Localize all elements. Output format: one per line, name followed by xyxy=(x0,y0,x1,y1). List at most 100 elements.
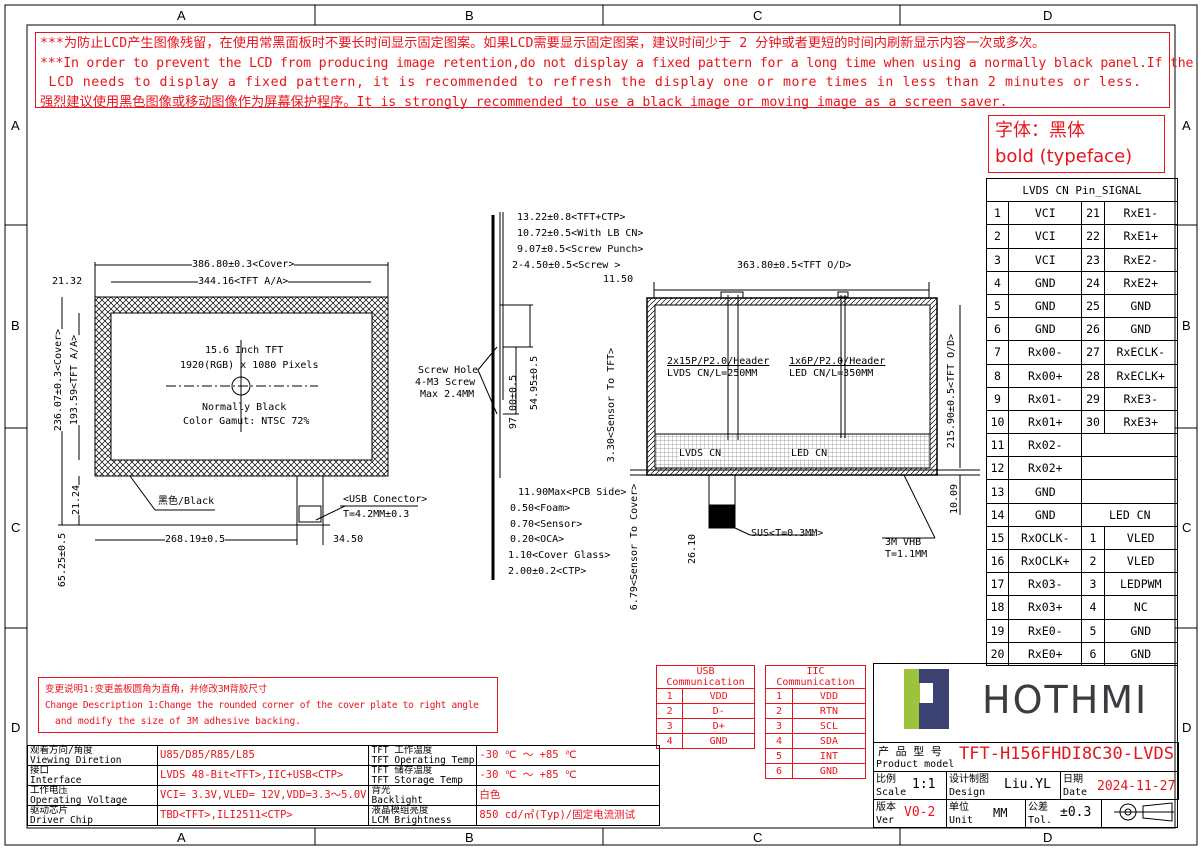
pin-cell: 23 xyxy=(1081,247,1105,272)
dim-sensor-to-tft: 3.30<Sensor To TFT> xyxy=(606,347,618,463)
pin-cell: 4 xyxy=(985,270,1010,295)
scale-label-en: Scale xyxy=(876,787,907,798)
pin-cell: Rx00- xyxy=(1008,340,1083,365)
zone-col-a: A xyxy=(177,8,186,23)
usb-cell: 3 xyxy=(655,718,684,734)
pin-cell: 29 xyxy=(1081,386,1105,411)
dim-aa-height: 193.59<TFT A/A> xyxy=(69,334,81,426)
usb-cell: 2 xyxy=(655,703,684,719)
usb-table-title: USB Communication xyxy=(656,665,755,689)
screw-max-label: Max 2.4MM xyxy=(420,389,475,400)
drawing-date: 2024-11-27 xyxy=(1097,779,1176,794)
pin-table-title: LVDS CN Pin_SIGNAL xyxy=(986,177,1178,203)
pin-cell: 13 xyxy=(985,479,1010,504)
pin-cell: GND xyxy=(1008,293,1083,319)
dim-fpc-length: 26.10 xyxy=(687,533,699,565)
dim-side-v2: 54.95±0.5 xyxy=(529,355,541,411)
pin-cell: 14 xyxy=(985,502,1010,527)
pin-cell: 20 xyxy=(985,641,1010,666)
unit-label-en: Unit xyxy=(949,815,974,826)
spec-value: TBD<TFT>,ILI2511<CTP> xyxy=(156,805,370,826)
pin-cell: GND xyxy=(1008,270,1083,295)
panel-gamut: Color Gamut: NTSC 72% xyxy=(183,416,310,427)
pin-cell: Rx01+ xyxy=(1008,409,1083,435)
pin-cell: 30 xyxy=(1081,409,1105,435)
spec-key-en: TFT Operating Temp xyxy=(371,754,475,766)
panel-mode: Normally Black xyxy=(202,402,287,413)
version: V0-2 xyxy=(904,805,936,820)
back-view xyxy=(630,282,980,539)
change-line-en-2: and modify the size of 3M adhesive backi… xyxy=(55,716,301,727)
spec-key-cn: 液晶模组亮度 xyxy=(371,805,429,816)
designer: Liu.YL xyxy=(1004,777,1051,792)
pin-cell: VCI xyxy=(1008,247,1083,272)
pin-cell: GND xyxy=(1103,618,1179,643)
spec-value: -30 ℃ ～ +85 ℃ xyxy=(476,765,660,786)
led-header-label: 1x6P/P2.0/Header xyxy=(789,356,886,367)
pin-cell: VCI xyxy=(1008,201,1083,226)
dim-side-foam: 0.50<Foam> xyxy=(510,503,571,514)
change-description: 变更说明1:变更盖板圆角为直角，并修改3M背胶尺寸 Change Descrip… xyxy=(38,677,498,733)
pin-cell: 5 xyxy=(985,293,1010,319)
zone-row-a-right: A xyxy=(1182,118,1191,133)
pin-cell: Rx00+ xyxy=(1008,363,1083,388)
dim-side-2: 10.72±0.5<With LB CN> xyxy=(517,228,644,239)
pin-cell: RxOCLK- xyxy=(1008,525,1083,551)
led-cn-label: LED CN xyxy=(791,448,828,459)
pin-cell: GND xyxy=(1103,293,1179,319)
spec-key-cn: 驱动芯片 xyxy=(30,805,69,816)
spec-value: LVDS 48-Bit<TFT>,IIC+USB<CTP> xyxy=(156,765,370,786)
black-border-label: 黑色/Black xyxy=(158,496,215,507)
pin-cell: 16 xyxy=(985,548,1010,574)
warning-line: LCD needs to display a fixed pattern, it… xyxy=(40,75,1142,90)
spec-key-en: Backlight xyxy=(371,794,423,806)
warning-line: ***In order to prevent the LCD from prod… xyxy=(40,55,1194,71)
pin-cell: Rx03+ xyxy=(1008,595,1083,620)
date-label-cn: 日期 xyxy=(1063,774,1083,785)
pin-cell: 27 xyxy=(1081,340,1105,365)
model-label-cn: 产 品 型 号 xyxy=(878,745,942,758)
dim-back-bottom: 10.09 xyxy=(949,483,961,515)
design-label-en: Design xyxy=(949,787,986,798)
empty-cell xyxy=(1081,456,1178,481)
iic-cell: GND xyxy=(791,763,867,779)
spec-value: 白色 xyxy=(476,785,660,806)
pin-cell: 19 xyxy=(985,618,1010,643)
pin-cell: 9 xyxy=(985,386,1010,411)
spec-value: VCI= 3.3V,VLED= 12V,VDD=3.3～5.0V xyxy=(156,785,370,806)
usb-cell: VDD xyxy=(682,688,755,704)
ver-label-en: Ver xyxy=(876,815,895,826)
pin-cell: GND xyxy=(1008,502,1083,527)
pin-cell: RxOCLK+ xyxy=(1008,548,1083,574)
pin-cell: 22 xyxy=(1081,224,1105,249)
spec-key-cn: TFT 储存温度 xyxy=(371,765,433,776)
iic-cell: INT xyxy=(791,748,867,764)
unit-value: MM xyxy=(993,806,1008,820)
spec-value: 850 cd/㎡(Typ)/固定电流测试 xyxy=(476,805,660,826)
sus-label: SUS<T=0.3MM> xyxy=(751,528,824,539)
pin-cell: 28 xyxy=(1081,363,1105,388)
